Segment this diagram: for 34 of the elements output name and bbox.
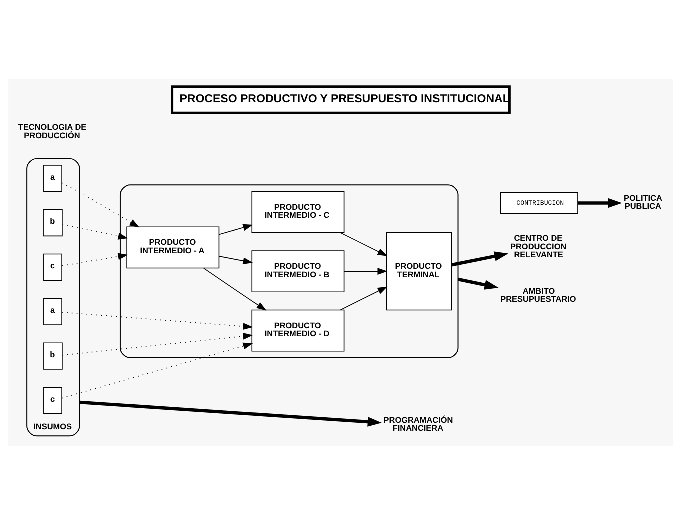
arrow (578, 198, 622, 208)
node-text: CENTRO DE PRODUCCION RELEVANTE (510, 234, 567, 260)
node-box: a (44, 164, 62, 192)
arrow (458, 278, 499, 290)
node-box: b (43, 209, 63, 237)
arrow (451, 252, 509, 267)
cluster (120, 184, 459, 358)
node-box: PRODUCTO INTERMEDIO - C (252, 191, 345, 234)
arrow (218, 224, 254, 236)
node-box: PRODUCTO INTERMEDIO - A (126, 226, 220, 269)
arrow (62, 333, 254, 356)
node-text: AMBITO PRESUPUESTARIO (500, 286, 576, 304)
arrow (204, 268, 267, 311)
arrow (62, 224, 128, 240)
arrow (218, 256, 254, 265)
arrow (62, 182, 140, 228)
node-box: c (44, 387, 62, 414)
node-box: a (44, 298, 62, 326)
node-box: PRODUCTO INTERMEDIO - B (252, 250, 345, 293)
node-text: POLITICA PUBLICA (624, 194, 662, 212)
arrow (340, 232, 388, 256)
arrow (62, 342, 254, 399)
diagram-title: PROCESO PRODUCTIVO Y PRESUPUESTO INSTITUCIONAL (180, 94, 510, 106)
node-box: PRODUCTO TERMINAL (386, 232, 452, 311)
node-text: PROGRAMACIÓN FINANCIERA (384, 416, 454, 434)
arrow (62, 253, 128, 266)
arrow (344, 268, 388, 276)
arrow (62, 312, 254, 330)
arrow (80, 400, 382, 427)
node-box: b (43, 342, 63, 370)
label: TECNOLOGIA DE PRODUCCIÓN (18, 123, 87, 140)
arrow (340, 286, 388, 310)
node-box: c (44, 254, 62, 282)
node-box: PRODUCTO INTERMEDIO - D (252, 310, 345, 352)
